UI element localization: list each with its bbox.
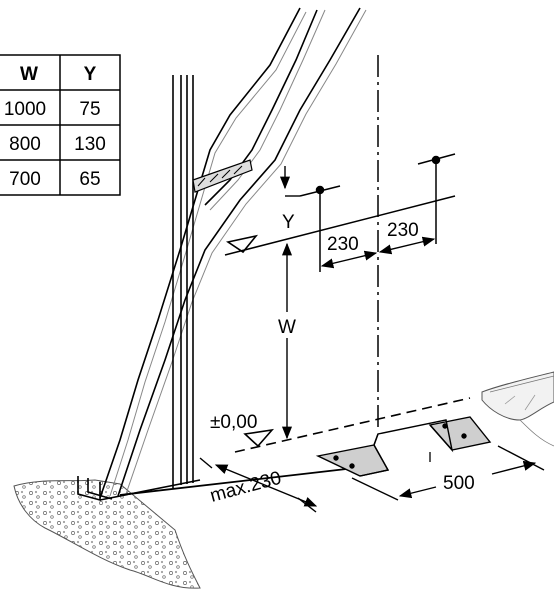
level-marker-upper bbox=[225, 234, 259, 254]
zero-level-label: ±0,00 bbox=[210, 412, 257, 433]
joint-detail bbox=[192, 159, 253, 193]
max-offset-dimension bbox=[199, 457, 318, 513]
level-marker-zero bbox=[243, 428, 275, 448]
dim-label-y: Y bbox=[282, 212, 295, 233]
wall-panel bbox=[99, 7, 367, 499]
table-header-w: W bbox=[20, 64, 38, 85]
table-header-y: Y bbox=[84, 64, 97, 85]
upper-reference bbox=[224, 153, 456, 272]
table-cell-y: 130 bbox=[74, 134, 106, 155]
table-cell-w: 700 bbox=[9, 169, 41, 190]
dim-label-230-right: 230 bbox=[387, 220, 419, 241]
y-dimension bbox=[279, 166, 300, 197]
pavement-edge bbox=[481, 371, 554, 447]
bracket-span-label: 500 bbox=[443, 473, 475, 494]
floor-slab bbox=[13, 479, 201, 589]
table-cell-y: 75 bbox=[79, 99, 100, 120]
dimension-table: W Y 1000 75 800 130 700 65 bbox=[0, 54, 121, 196]
table-cell-w: 800 bbox=[9, 134, 41, 155]
table-cell-w: 1000 bbox=[4, 99, 46, 120]
width-dimension bbox=[320, 236, 436, 269]
max-offset-label: max.230 bbox=[208, 468, 284, 507]
anchor-bracket bbox=[315, 416, 492, 477]
bracket-span-dimension bbox=[351, 445, 545, 501]
post-profile bbox=[77, 75, 201, 502]
dim-label-230-left: 230 bbox=[327, 234, 359, 255]
table-cell-y: 65 bbox=[79, 169, 100, 190]
dim-label-w: W bbox=[278, 317, 296, 338]
